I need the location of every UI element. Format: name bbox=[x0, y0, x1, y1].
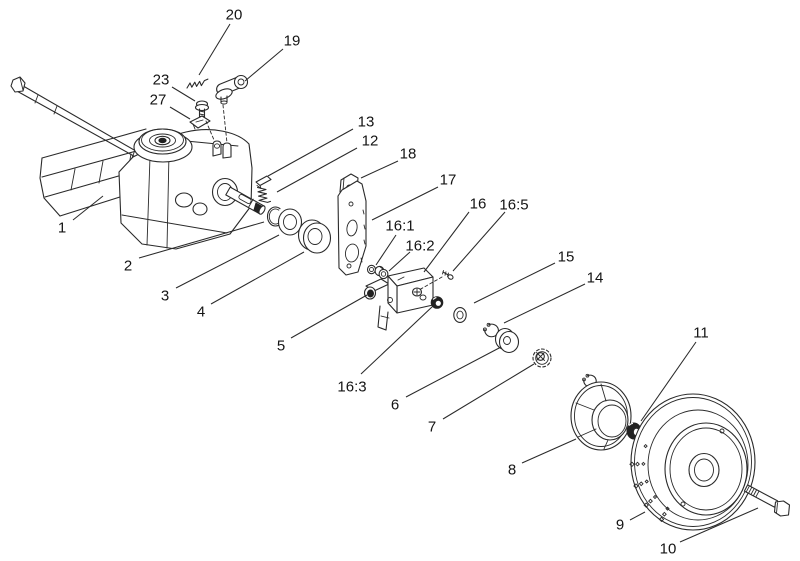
callout-label-19: 19 bbox=[284, 33, 301, 50]
tread-mark bbox=[652, 494, 658, 500]
callout-label-14: 14 bbox=[587, 270, 604, 287]
callout-leader-7 bbox=[442, 363, 535, 420]
tread-mark bbox=[633, 483, 639, 489]
tread-mark bbox=[643, 443, 648, 449]
callout-leader-16:1 bbox=[375, 234, 397, 266]
output-shaft bbox=[225, 186, 266, 215]
callout-label-20: 20 bbox=[226, 7, 243, 24]
callout-label-17: 17 bbox=[440, 172, 457, 189]
bracket-plate bbox=[337, 180, 367, 276]
callout-label-3: 3 bbox=[161, 288, 169, 305]
callout-leader-6 bbox=[405, 346, 502, 398]
callout-leader-4 bbox=[210, 251, 305, 305]
callout-label-11: 11 bbox=[693, 325, 709, 342]
callout-label-8: 8 bbox=[508, 462, 516, 479]
callout-label-5: 5 bbox=[277, 338, 285, 355]
callout-leader-20 bbox=[198, 23, 231, 76]
washer-15 bbox=[453, 307, 467, 323]
pinion-gear bbox=[532, 348, 552, 368]
callout-leader-10 bbox=[679, 507, 759, 543]
tread-mark bbox=[638, 481, 644, 487]
callout-label-16:5: 16:5 bbox=[499, 197, 528, 214]
callout-label-7: 7 bbox=[428, 419, 436, 436]
callout-label-16: 16 bbox=[470, 196, 487, 213]
callout-leader-19 bbox=[244, 48, 284, 82]
tread-mark bbox=[629, 461, 635, 468]
callout-label-27: 27 bbox=[150, 92, 167, 109]
callout-label-9: 9 bbox=[616, 517, 624, 534]
thick-disc bbox=[494, 327, 520, 354]
callout-leader-16:3 bbox=[360, 305, 434, 375]
callout-leader-13 bbox=[267, 128, 354, 177]
tread-mark bbox=[643, 502, 649, 508]
callout-label-10: 10 bbox=[660, 541, 677, 558]
callout-leader-5 bbox=[290, 294, 368, 339]
callout-leader-16 bbox=[423, 211, 470, 273]
frame-bracket bbox=[39, 128, 149, 217]
tread-mark bbox=[635, 461, 640, 467]
set-screw-16-5 bbox=[418, 270, 454, 291]
callout-leader-18 bbox=[360, 160, 399, 179]
axle-tube bbox=[10, 76, 151, 166]
coil-spring bbox=[186, 78, 209, 89]
callout-label-15: 15 bbox=[558, 249, 575, 266]
flange-bolt bbox=[194, 100, 210, 120]
tread-mark bbox=[665, 506, 670, 511]
gearbox-pulley bbox=[133, 128, 193, 163]
callout-leader-3 bbox=[175, 234, 280, 289]
callout-leader-1 bbox=[72, 195, 104, 221]
gear-case bbox=[363, 267, 434, 331]
callout-leader-16:2 bbox=[388, 251, 411, 272]
callout-leader-15 bbox=[473, 262, 556, 304]
wheel-tire bbox=[629, 393, 756, 531]
tread-mark bbox=[644, 479, 649, 484]
callout-leader-14 bbox=[503, 283, 586, 324]
tread-mark bbox=[658, 516, 665, 523]
tire-tread-pattern bbox=[629, 443, 670, 523]
callout-label-12: 12 bbox=[362, 133, 379, 150]
bushing-16-1 bbox=[366, 264, 377, 275]
seal-16-3 bbox=[430, 296, 444, 309]
callout-label-18: 18 bbox=[400, 146, 417, 163]
bushing-16-2 bbox=[374, 265, 389, 280]
callout-leader-12 bbox=[276, 147, 358, 193]
wheel-hub bbox=[570, 381, 632, 451]
tread-mark bbox=[661, 511, 667, 517]
callout-label-1: 1 bbox=[58, 220, 66, 237]
callout-leader-11 bbox=[640, 341, 697, 422]
callout-leader-17 bbox=[371, 186, 439, 221]
callout-label-16:1: 16:1 bbox=[385, 218, 414, 235]
callout-leader-2 bbox=[138, 221, 265, 259]
axle-bolt bbox=[743, 484, 791, 517]
tread-mark bbox=[648, 498, 653, 504]
spacer bbox=[297, 219, 332, 254]
tread-mark bbox=[641, 461, 646, 467]
callout-label-16:3: 16:3 bbox=[337, 379, 366, 396]
callout-leader-9 bbox=[629, 511, 646, 521]
shift-lever bbox=[215, 74, 249, 144]
callout-label-23: 23 bbox=[153, 72, 170, 89]
shaft-key bbox=[255, 175, 272, 189]
callout-leader-8 bbox=[521, 438, 577, 464]
callout-label-6: 6 bbox=[391, 397, 399, 414]
callout-layer: 1234567891011121314151616:116:216:316:51… bbox=[58, 7, 759, 558]
clip-bracket bbox=[189, 115, 215, 141]
callout-label-4: 4 bbox=[197, 304, 205, 321]
callout-label-2: 2 bbox=[124, 258, 132, 275]
flat-washer bbox=[277, 208, 303, 236]
callout-leader-27 bbox=[169, 106, 191, 120]
callout-label-13: 13 bbox=[358, 114, 375, 131]
callout-leader-16:5 bbox=[452, 211, 506, 272]
small-spring bbox=[256, 186, 272, 203]
callout-leader-23 bbox=[171, 86, 196, 102]
callout-label-16:2: 16:2 bbox=[405, 238, 434, 255]
